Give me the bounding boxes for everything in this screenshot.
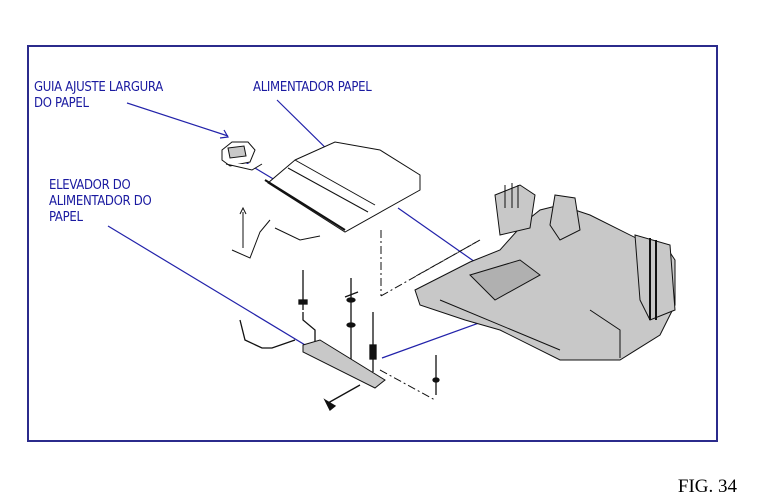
printer-base-part (414, 183, 676, 361)
label-paper-width-guide: GUIA AJUSTE LARGURA DO PAPEL (34, 80, 163, 111)
paper-feeder-tray-part (264, 141, 421, 233)
leader-lines (107, 99, 517, 363)
label-paper-feeder: ALIMENTADOR PAPEL (253, 80, 372, 95)
diagram-frame (27, 45, 718, 442)
leader-lifter (107, 225, 331, 361)
alignment-lines (379, 230, 481, 401)
paper-width-guide-part (221, 141, 263, 171)
label-paper-feeder-lifter: ELEVADOR DO ALIMENTADOR DO PAPEL (49, 178, 152, 225)
lifter-plate-part (302, 339, 386, 389)
lifter-bracket-part (231, 206, 321, 259)
figure-caption: FIG. 34 (677, 476, 737, 497)
leader-guide-arrow (219, 129, 229, 139)
leader-guide (126, 102, 229, 137)
lifter-hardware (239, 270, 440, 412)
